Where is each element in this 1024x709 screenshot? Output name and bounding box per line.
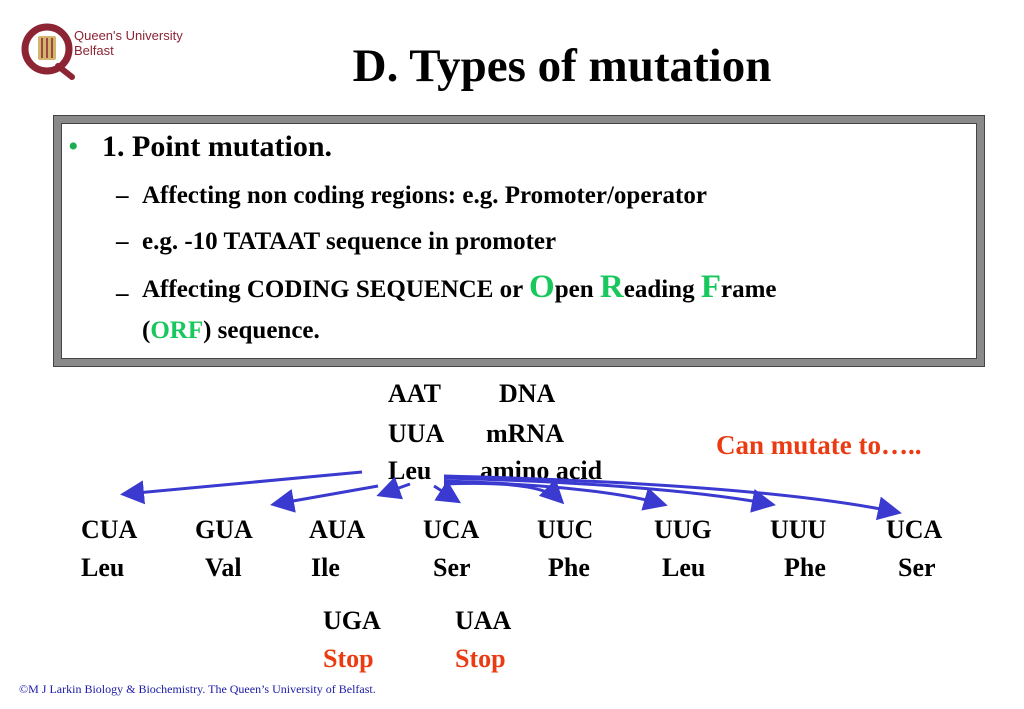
sub-item-orf-line2: (ORF) sequence.	[142, 316, 320, 346]
dash-3: –	[116, 280, 129, 307]
mutant-codon-3: AUA	[309, 515, 366, 544]
mutant-codon-5: UUC	[537, 515, 594, 544]
mutant-codon-1: CUA	[81, 515, 138, 544]
orf-letter-o: O	[529, 269, 555, 305]
arrow-to-uug	[443, 479, 668, 511]
can-mutate-note: Can mutate to…..	[716, 430, 922, 460]
orf-text-eading: eading	[623, 276, 701, 303]
logo-line2: Belfast	[74, 43, 114, 58]
mutant-aa-1: Leu	[81, 553, 125, 582]
content-box	[54, 116, 984, 366]
logo-line1: Queen's University	[74, 28, 183, 43]
mutant-aa-7: Phe	[784, 553, 826, 582]
bullet-dot: •	[68, 130, 79, 163]
mutant-aa-6: Leu	[662, 553, 706, 582]
orf-text-1: Affecting CODING SEQUENCE or	[142, 276, 530, 303]
orf-text-pen: pen	[554, 276, 600, 303]
mutant-codon-2: GUA	[195, 515, 253, 544]
bullet-point-mutation: 1. Point mutation.	[102, 130, 333, 163]
arrow-to-uca-2	[443, 474, 902, 521]
mrna-label: mRNA	[486, 419, 564, 448]
arrow-to-aua	[376, 476, 411, 500]
orf-close: ) sequence.	[203, 317, 320, 344]
orf-abbrev: ORF	[150, 317, 204, 344]
mutant-aa-3: Ile	[311, 553, 340, 582]
mutant-aa-4: Ser	[433, 553, 471, 582]
orf-open-paren: (	[142, 317, 151, 344]
mutant-codon-7: UUU	[770, 515, 827, 544]
dash-2: –	[116, 228, 129, 255]
mutant-aa-2: Val	[205, 553, 242, 582]
orf-text-rame: rame	[721, 276, 777, 303]
mrna-codon: UUA	[388, 419, 445, 448]
stop-codon-1: UGA	[323, 606, 381, 635]
dash-1: –	[116, 182, 129, 209]
mutant-codon-6: UUG	[654, 515, 712, 544]
dna-codon: AAT	[388, 379, 441, 408]
stop-codon-2: UAA	[455, 606, 512, 635]
arrow-to-uuu	[443, 476, 776, 513]
slide-title: D. Types of mutation	[352, 40, 772, 92]
sub-item-noncoding: Affecting non coding regions: e.g. Promo…	[142, 182, 707, 209]
mutant-aa-8: Ser	[898, 553, 936, 582]
arrow-to-uca	[433, 480, 462, 504]
mutant-codon-4: UCA	[423, 515, 480, 544]
orf-letter-r: R	[599, 269, 624, 305]
sub-item-orf: Affecting CODING SEQUENCE or Open Readin…	[142, 269, 962, 305]
arrow-to-cua	[120, 470, 363, 505]
arrow-to-gua	[270, 484, 379, 513]
university-logo	[21, 23, 75, 80]
stop-label-1: Stop	[323, 644, 374, 673]
sub-item-tataat: e.g. -10 TATAAT sequence in promoter	[142, 228, 557, 255]
dna-label: DNA	[499, 379, 556, 408]
mutant-aa-5: Phe	[548, 553, 590, 582]
stop-label-2: Stop	[455, 644, 506, 673]
logo-text: Queen's University Belfast	[74, 28, 183, 58]
copyright-credit: ©M J Larkin Biology & Biochemistry. The …	[19, 682, 376, 696]
orf-letter-f: F	[700, 269, 721, 305]
mutant-codon-8: UCA	[886, 515, 943, 544]
